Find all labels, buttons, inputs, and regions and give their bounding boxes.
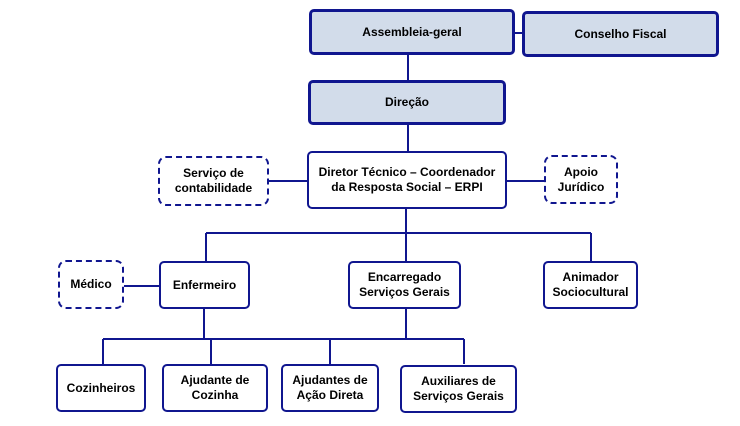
node-label: Cozinheiros: [66, 380, 136, 395]
node-label: Ajudante de Cozinha: [180, 373, 250, 402]
node-medico: Médico: [58, 260, 124, 309]
node-label: Enfermeiro: [172, 277, 237, 292]
node-label: Assembleia-geral: [362, 24, 462, 39]
node-animador-sociocultural: Animador Sociocultural: [543, 261, 638, 309]
node-ajudante-cozinha: Ajudante de Cozinha: [162, 364, 268, 412]
node-ajudantes-acao-direta: Ajudantes de Ação Direta: [281, 364, 379, 412]
node-label: Auxiliares de Serviços Gerais: [413, 374, 504, 403]
node-label: Diretor Técnico – Coordenador da Respost…: [318, 165, 496, 194]
node-encarregado-servicos-gerais: Encarregado Serviços Gerais: [348, 261, 461, 309]
node-label: Animador Sociocultural: [552, 270, 629, 299]
node-servico-contabilidade: Serviço de contabilidade: [158, 156, 269, 206]
node-label: Ajudantes de Ação Direta: [292, 373, 368, 402]
node-label: Serviço de contabilidade: [174, 166, 253, 195]
node-label: Médico: [70, 277, 112, 291]
node-label: Encarregado Serviços Gerais: [359, 270, 450, 299]
node-conselho-fiscal: Conselho Fiscal: [522, 11, 719, 57]
node-enfermeiro: Enfermeiro: [159, 261, 250, 309]
node-diretor-tecnico: Diretor Técnico – Coordenador da Respost…: [307, 151, 507, 209]
node-label: Conselho Fiscal: [574, 26, 667, 41]
node-apoio-juridico: Apoio Jurídico: [544, 155, 618, 204]
node-label: Direção: [384, 95, 430, 109]
node-assembleia-geral: Assembleia-geral: [309, 9, 515, 55]
node-label: Apoio Jurídico: [557, 164, 605, 194]
node-direcao: Direção: [308, 80, 506, 125]
node-auxiliares-servicos-gerais: Auxiliares de Serviços Gerais: [400, 365, 517, 413]
node-cozinheiros: Cozinheiros: [56, 364, 146, 412]
